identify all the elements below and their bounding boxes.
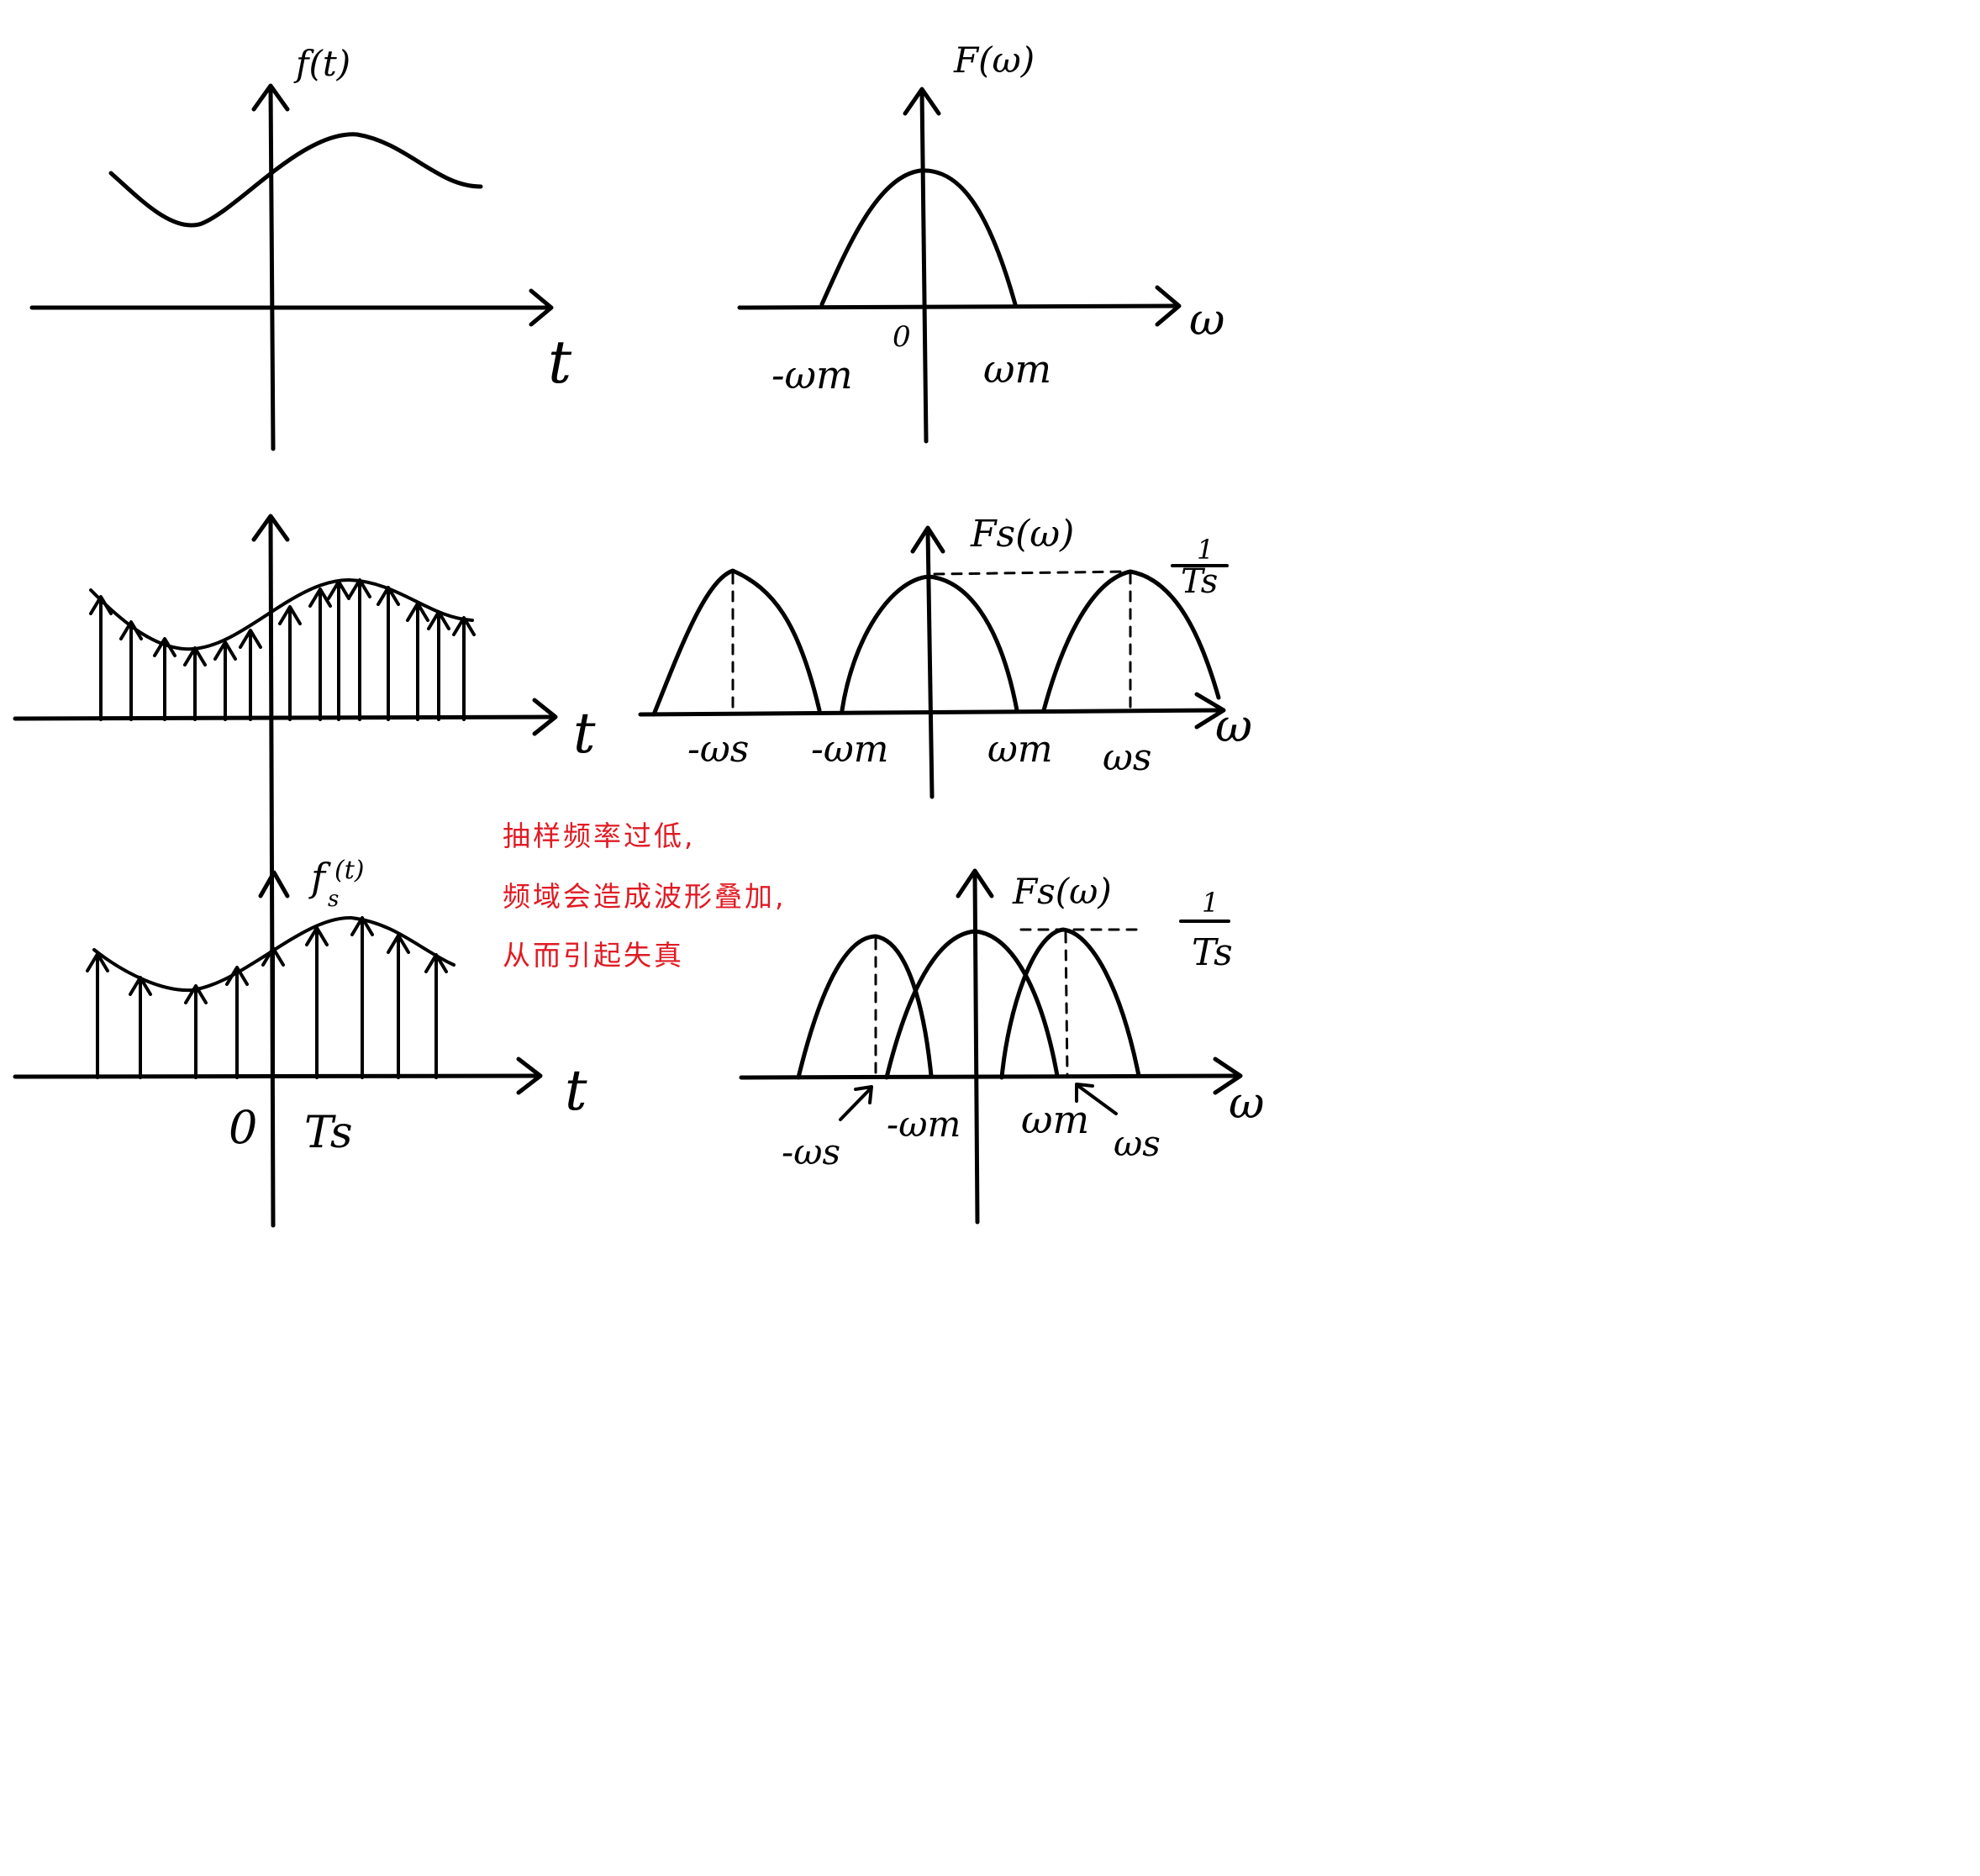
impulse [86, 952, 109, 1079]
ws-pointer [1077, 1084, 1118, 1115]
impulse [153, 637, 176, 721]
neg-ws-label: -ωs [782, 1131, 840, 1172]
impulse [377, 586, 400, 721]
plot-sampled-spectrum: Fs(ω) 1 Ts ω -ωs -ωm ωm ωs [638, 513, 1252, 799]
origin-label: 0 [893, 320, 911, 354]
w-axis [737, 303, 1181, 310]
impulse [119, 620, 143, 721]
plot-aliased-spectrum: Fs(ω) 1 Ts ω -ωs -ωm ωm ωs [739, 868, 1264, 1225]
t-axis [13, 714, 557, 721]
ts-label: Ts [304, 1108, 353, 1158]
t-axis-label: t [573, 701, 596, 766]
impulse [183, 646, 207, 721]
amplitude-guide [933, 570, 1132, 576]
wm-label: ωm [983, 346, 1051, 392]
note-line-1: 抽样频率过低, [503, 819, 696, 852]
neg-ws-pointer [839, 1088, 872, 1121]
impulse [184, 984, 208, 1079]
w-axis-arrowhead [1194, 692, 1226, 730]
w-axis [739, 1073, 1242, 1080]
t-axis [13, 1073, 542, 1079]
ws-guide-right [1064, 931, 1069, 1078]
t-axis-arrowhead [516, 1057, 543, 1095]
impulse [452, 616, 476, 721]
t-axis-label: t [565, 1058, 587, 1123]
impulse [327, 580, 350, 721]
Fs-axis [972, 872, 980, 1225]
wm-label: ωm [987, 728, 1053, 771]
f-axis-arrowhead [258, 870, 290, 898]
w-axis-arrowhead [1213, 1057, 1243, 1095]
amp-denominator: Ts [1192, 931, 1233, 974]
origin-label: 0 [229, 1101, 257, 1154]
Fs-axis-label: Fs(ω) [1012, 871, 1112, 912]
fs-axis-label-arg: (t) [334, 856, 364, 885]
wm-label: ωm [1021, 1097, 1089, 1142]
spectrum-copy-center [884, 929, 1060, 1080]
Fs-axis-arrowhead [910, 525, 945, 554]
impulse [427, 610, 450, 721]
neg-wm-label: -ωm [771, 352, 853, 398]
neg-ws-label: -ωs [687, 728, 749, 771]
fs-axis-label-subscript: s [328, 887, 339, 912]
impulse [424, 953, 448, 1079]
envelope-curve [89, 578, 474, 651]
signal-curve [108, 132, 483, 228]
impulse [406, 602, 429, 721]
f-axis-label: f(t) [293, 43, 350, 84]
impulse-train [89, 578, 476, 721]
spectrum-curve [819, 168, 1018, 307]
impulse [129, 976, 152, 1079]
neg-ws-pointer-head [854, 1085, 873, 1104]
w-axis-arrowhead [1155, 285, 1182, 327]
amp-numerator: 1 [1202, 887, 1219, 919]
impulse [239, 629, 262, 721]
impulse [348, 578, 371, 721]
spectrum-copy-left [796, 934, 934, 1080]
F-axis-arrowhead [903, 87, 941, 116]
impulse [308, 588, 332, 721]
plot-sampled-signal: t [13, 514, 596, 1228]
f-axis-arrowhead [251, 83, 290, 112]
plot-signal: f(t) t [29, 43, 572, 451]
impulse [387, 934, 410, 1079]
F-axis-label: F(ω) [953, 40, 1035, 81]
impulse [225, 966, 249, 1079]
spectrum-copy-left [651, 568, 822, 717]
impulse [278, 605, 302, 721]
ws-pointer-head [1075, 1083, 1094, 1103]
f-axis-arrowhead [251, 514, 290, 542]
neg-wm-label: -ωm [811, 728, 888, 771]
ws-label: ωs [1114, 1123, 1161, 1164]
t-axis-arrowhead [532, 698, 558, 736]
impulse [213, 640, 237, 721]
plot-spectrum: F(ω) ω -ωm 0 ωm [737, 40, 1224, 444]
spectrum-copy-right [999, 927, 1141, 1080]
w-axis-label: ω [1189, 295, 1224, 345]
Fs-axis-arrowhead [956, 868, 994, 898]
f-axis [268, 85, 276, 451]
impulse [350, 916, 374, 1079]
note-line-2: 频域会造成波形叠加, [503, 880, 787, 913]
amp-numerator: 1 [1197, 534, 1214, 566]
note-line-3: 从而引起失真 [503, 939, 684, 972]
Fs-axis-label: Fs(ω) [970, 513, 1074, 556]
impulse-train [86, 916, 448, 1079]
impulse [89, 595, 113, 721]
amp-denominator: Ts [1181, 562, 1218, 601]
spectrum-copy-center [840, 574, 1019, 713]
t-axis-label: t [548, 328, 572, 397]
plot-undersampled-signal: f s (t) t 0 Ts [13, 855, 587, 1158]
w-axis-label: ω [1215, 699, 1252, 752]
ws-label: ωs [1103, 736, 1151, 779]
F-axis [919, 88, 929, 444]
Fs-axis [925, 529, 935, 799]
t-axis-arrowhead [529, 288, 554, 327]
neg-wm-label: -ωm [887, 1104, 961, 1145]
w-axis-label: ω [1229, 1078, 1264, 1129]
sampling-diagram: f(t) t F(ω) ω -ωm 0 ωm [13, 40, 1264, 1228]
impulse [261, 946, 285, 1079]
impulse [305, 926, 329, 1079]
